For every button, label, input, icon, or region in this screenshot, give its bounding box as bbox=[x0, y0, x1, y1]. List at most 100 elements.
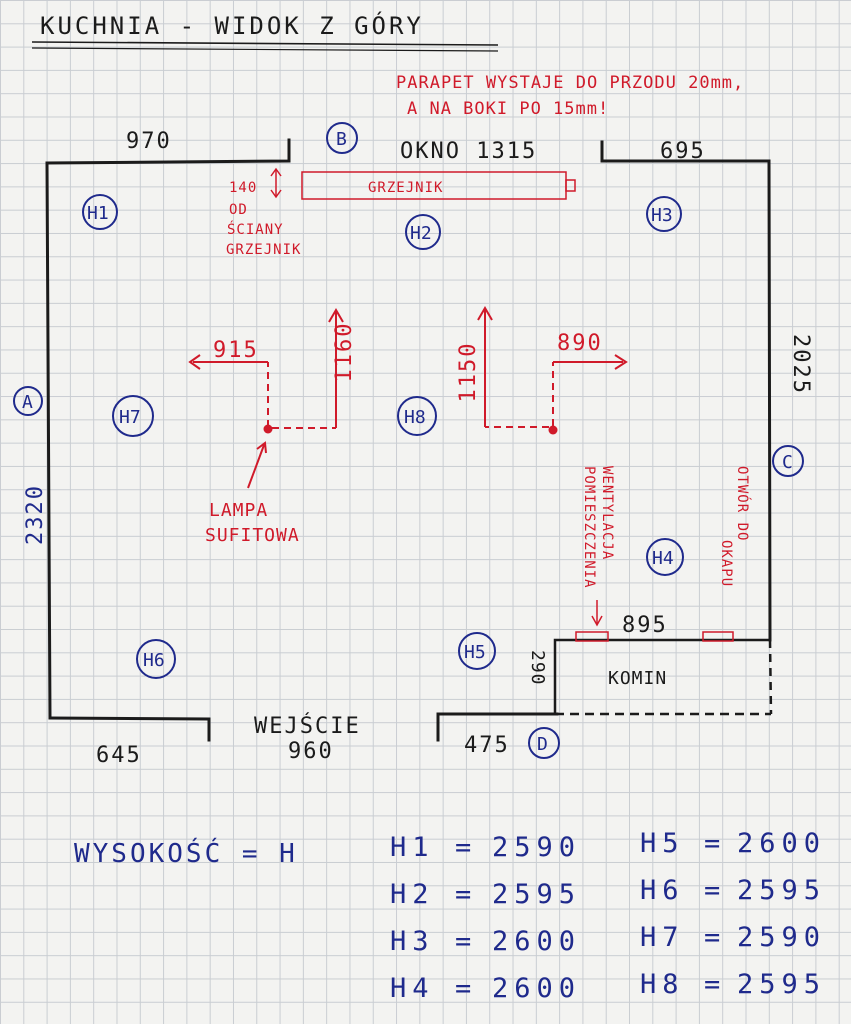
lamp-left-guides bbox=[188, 308, 344, 489]
height-eq: = bbox=[704, 969, 726, 1000]
title-underline-2 bbox=[31, 47, 499, 52]
height-value: 2595 bbox=[737, 969, 826, 1000]
radiator-offset-arrow bbox=[270, 167, 282, 199]
room-vent-label-2: POMIESZCZENIA bbox=[581, 466, 597, 589]
wall-marker-c: C bbox=[772, 445, 804, 477]
height-value: 2600 bbox=[492, 926, 581, 957]
height-marker-h1: H1 bbox=[82, 194, 118, 230]
radiator-offset: 140 bbox=[229, 180, 257, 196]
height-marker-h3: H3 bbox=[646, 196, 682, 232]
height-name: H3 bbox=[390, 926, 435, 957]
chimney-hidden-right bbox=[768, 639, 773, 715]
radiator-offset-note3: GRZEJNIK bbox=[226, 242, 301, 258]
room-vent bbox=[575, 631, 609, 642]
lamp-left-y: 1160 bbox=[332, 322, 357, 383]
dim-chimney-depth: 290 bbox=[527, 650, 548, 686]
lamp-left-x: 915 bbox=[213, 338, 259, 363]
svg-text:H6: H6 bbox=[143, 650, 165, 671]
height-eq: = bbox=[455, 832, 477, 863]
height-name: H1 bbox=[390, 832, 435, 863]
dim-top-left: 970 bbox=[126, 129, 172, 154]
chimney-outline bbox=[553, 638, 770, 714]
height-name: H6 bbox=[640, 875, 685, 906]
lamp-left-point bbox=[263, 424, 273, 434]
height-marker-h2: H2 bbox=[405, 214, 441, 250]
lamp-label-1: LAMPA bbox=[209, 500, 268, 521]
lamp-right-guides bbox=[477, 306, 628, 428]
svg-text:H8: H8 bbox=[404, 407, 426, 428]
wall-marker-b: B bbox=[326, 122, 358, 154]
svg-text:H1: H1 bbox=[87, 203, 109, 224]
chimney-label: KOMIN bbox=[608, 668, 667, 689]
radiator bbox=[301, 171, 576, 200]
height-marker-h4: H4 bbox=[646, 538, 684, 576]
height-value: 2600 bbox=[492, 973, 581, 1004]
height-marker-h6: H6 bbox=[136, 639, 176, 679]
svg-text:H3: H3 bbox=[651, 205, 673, 226]
height-list: H1 = 2590 H2 = 2595 H3 = 2600 H4 = 2600 … bbox=[390, 828, 826, 1004]
wall-right bbox=[767, 159, 772, 642]
sill-note-line1: PARAPET WYSTAJE DO PRZODU 20mm, bbox=[396, 73, 744, 93]
svg-text:H2: H2 bbox=[410, 223, 432, 244]
height-eq: = bbox=[455, 973, 477, 1004]
svg-text:C: C bbox=[782, 452, 793, 473]
wall-left bbox=[45, 161, 52, 720]
svg-text:D: D bbox=[537, 734, 548, 755]
height-marker-h7: H7 bbox=[112, 395, 154, 437]
height-name: H7 bbox=[640, 922, 685, 953]
wall-marker-a: A bbox=[13, 386, 43, 416]
dim-top-right: 695 bbox=[660, 139, 706, 164]
sill-note-line2: A NA BOKI PO 15mm! bbox=[407, 99, 609, 119]
svg-text:B: B bbox=[336, 129, 347, 150]
svg-text:H7: H7 bbox=[119, 407, 141, 428]
lamp-right-point bbox=[548, 425, 558, 435]
lamp-right-y: 1150 bbox=[456, 342, 481, 403]
height-legend: WYSOKOŚĆ = H bbox=[74, 837, 298, 869]
page-title: KUCHNIA - WIDOK Z GÓRY bbox=[40, 10, 424, 40]
dim-window: OKNO 1315 bbox=[400, 139, 537, 164]
height-name: H2 bbox=[390, 879, 435, 910]
dim-bottom-right: 475 bbox=[464, 733, 510, 758]
lamp-right-x: 890 bbox=[557, 331, 603, 356]
dim-left-wall: 2320 bbox=[23, 484, 48, 545]
hood-vent bbox=[702, 631, 734, 642]
height-eq: = bbox=[704, 828, 726, 859]
height-value: 2595 bbox=[737, 875, 826, 906]
height-name: H5 bbox=[640, 828, 685, 859]
height-eq: = bbox=[455, 926, 477, 957]
height-value: 2590 bbox=[737, 922, 826, 953]
chimney bbox=[553, 638, 773, 716]
lamp-label-2: SUFITOWA bbox=[205, 525, 300, 546]
dim-entrance: 960 bbox=[288, 739, 334, 764]
height-value: 2600 bbox=[737, 828, 826, 859]
height-name: H8 bbox=[640, 969, 685, 1000]
room-vent-label-1: WENTYLACJA bbox=[599, 466, 615, 560]
height-name: H4 bbox=[390, 973, 435, 1004]
entrance-label: WEJŚCIE bbox=[254, 713, 361, 739]
wall-top-right bbox=[600, 140, 771, 163]
room-walls bbox=[45, 138, 772, 742]
height-eq: = bbox=[704, 922, 726, 953]
height-marker-h8: H8 bbox=[397, 396, 437, 436]
radiator-label: GRZEJNIK bbox=[368, 180, 443, 196]
wall-top-left bbox=[45, 138, 291, 165]
hood-vent-label-1: OTWÓR DO bbox=[734, 466, 752, 541]
wall-marker-d: D bbox=[528, 727, 560, 759]
height-value: 2590 bbox=[492, 832, 581, 863]
svg-text:H4: H4 bbox=[652, 548, 674, 569]
height-marker-h5: H5 bbox=[458, 632, 496, 670]
wall-bottom-left bbox=[48, 716, 211, 742]
dim-chimney-width: 895 bbox=[622, 613, 668, 638]
hood-vent-label-2: OKAPU bbox=[718, 540, 734, 587]
height-eq: = bbox=[704, 875, 726, 906]
wall-bottom-right bbox=[436, 712, 559, 742]
room-vent-arrow bbox=[591, 600, 603, 627]
title-underline bbox=[31, 41, 499, 46]
svg-text:A: A bbox=[22, 392, 33, 413]
svg-text:H5: H5 bbox=[464, 642, 486, 663]
radiator-offset-note1: OD bbox=[229, 202, 248, 218]
dim-right-wall: 2025 bbox=[788, 334, 813, 395]
height-value: 2595 bbox=[492, 879, 581, 910]
height-eq: = bbox=[455, 879, 477, 910]
